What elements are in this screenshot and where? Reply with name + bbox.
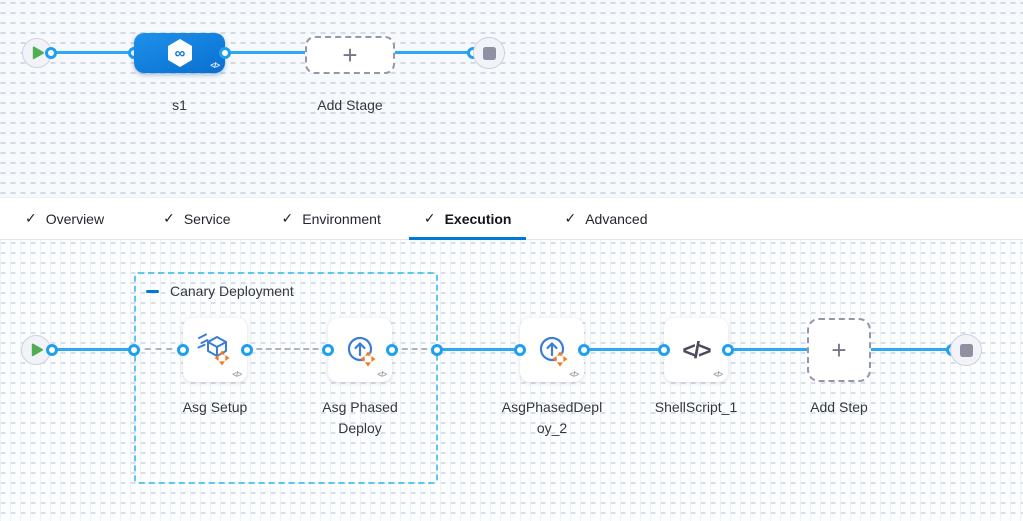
stop-icon (482, 46, 496, 60)
execution-graph-panel: Canary Deployment (0, 240, 1023, 521)
stage-card-s1[interactable]: ∞ </> (134, 33, 225, 73)
play-icon (31, 343, 43, 357)
connector-port[interactable] (46, 344, 58, 356)
step-group-header: Canary Deployment (146, 283, 294, 299)
connector-port[interactable] (578, 344, 590, 356)
cd-stage-icon: ∞ (167, 39, 192, 67)
step-group-label: Canary Deployment (170, 283, 294, 299)
stage-config-tabbar: ✓ Overview ✓ Service ✓ Environment ✓ Exe… (0, 197, 1023, 240)
connector-port[interactable] (386, 344, 398, 356)
code-badge-icon: </> (377, 370, 387, 379)
tab-execution[interactable]: ✓ Execution (408, 198, 527, 240)
connector-port[interactable] (514, 344, 526, 356)
step-card-asgphaseddeploy-2[interactable]: </> (520, 318, 584, 382)
execution-end-node (950, 334, 982, 366)
step-label: Asg Setup (182, 399, 248, 415)
add-step-button[interactable]: + (807, 318, 871, 382)
connector-port[interactable] (219, 47, 231, 59)
tab-service[interactable]: ✓ Service (163, 210, 231, 227)
code-badge-icon: </> (713, 370, 723, 379)
check-icon: ✓ (564, 210, 577, 226)
edge-start (52, 348, 134, 351)
pipeline-end-node (473, 37, 505, 69)
connector-port[interactable] (658, 344, 670, 356)
play-icon (32, 46, 44, 60)
edge-dashed (392, 348, 437, 350)
plus-icon: + (831, 335, 847, 365)
step-card-shellscript-1[interactable]: </> </> (664, 318, 728, 382)
pipeline-start-node (22, 38, 52, 68)
step-label: Asg Phased Deploy (322, 399, 398, 436)
shell-script-icon: </> (682, 336, 711, 363)
stage-label: s1 (172, 97, 187, 113)
code-badge-icon: </> (210, 61, 220, 70)
connector-port[interactable] (322, 344, 334, 356)
step-label: AsgPhasedDepl oy_2 (501, 399, 603, 436)
connector-port[interactable] (177, 344, 189, 356)
infinity-icon: ∞ (174, 45, 185, 62)
step-group-canary-deployment[interactable] (134, 272, 438, 484)
check-icon: ✓ (281, 210, 294, 226)
step-card-asg-setup[interactable]: </> (183, 318, 247, 382)
add-step-label: Add Step (810, 399, 868, 415)
check-icon: ✓ (25, 210, 37, 226)
connector-port[interactable] (128, 344, 140, 356)
connector-port[interactable] (431, 344, 443, 356)
tab-overview[interactable]: ✓ Overview (25, 210, 105, 227)
check-icon: ✓ (163, 210, 175, 226)
edge-dashed (247, 348, 328, 350)
code-badge-icon: </> (569, 370, 579, 379)
asg-setup-icon (197, 333, 230, 366)
phased-deploy-icon (347, 336, 376, 367)
stage-graph-panel: ∞ </> s1 + Add Stage (0, 0, 1023, 197)
tab-advanced[interactable]: ✓ Advanced (564, 210, 648, 227)
step-card-asg-phased-deploy[interactable]: </> (328, 318, 392, 382)
phased-deploy-icon (539, 336, 568, 367)
add-stage-button[interactable]: + (305, 36, 395, 74)
connector-port[interactable] (241, 344, 253, 356)
connector-port[interactable] (722, 344, 734, 356)
edge-start-to-stage (53, 51, 134, 54)
tab-environment[interactable]: ✓ Environment (281, 210, 381, 227)
step-label: ShellScript_1 (654, 399, 738, 415)
connector-port[interactable] (45, 47, 57, 59)
add-stage-label: Add Stage (317, 97, 383, 113)
edge (584, 348, 664, 351)
plus-icon: + (342, 40, 358, 70)
edge-dashed (134, 348, 183, 350)
stop-icon (959, 343, 973, 357)
edge (437, 348, 520, 351)
check-icon: ✓ (423, 210, 436, 226)
collapse-group-icon[interactable] (146, 289, 159, 293)
code-badge-icon: </> (232, 370, 242, 379)
